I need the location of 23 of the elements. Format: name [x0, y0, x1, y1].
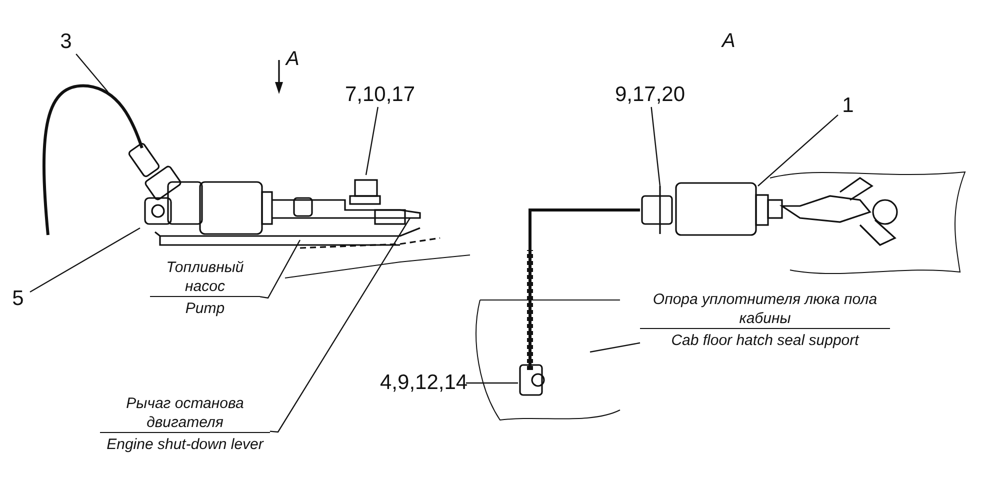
callout-number: 5	[6, 287, 30, 311]
callout-number: 4,9,12,14	[380, 371, 466, 395]
leader-line	[30, 227, 140, 293]
leader-line	[650, 106, 661, 186]
callout-number: 3	[54, 30, 78, 54]
part-label: Cab floor hatch seal support	[640, 328, 890, 350]
leader-line	[758, 114, 838, 186]
leader-line	[590, 342, 640, 353]
callout-number: 1	[838, 94, 858, 118]
leader-line	[270, 218, 411, 433]
part-label: Рычаг останова двигателя	[125, 394, 245, 432]
part-label: Pump	[150, 296, 260, 318]
view-letter: A	[722, 30, 736, 53]
leader-line	[260, 240, 301, 299]
leader-line	[365, 106, 378, 176]
view-letter: A	[286, 48, 300, 71]
leader-line	[76, 54, 108, 92]
part-label: Топливный насос	[165, 258, 245, 296]
part-label: Engine shut-down lever	[100, 432, 270, 454]
callout-number: 7,10,17	[338, 83, 422, 107]
callout-number: 9,17,20	[608, 83, 692, 107]
part-label: Опора уплотнителя люка пола кабины	[652, 290, 878, 328]
leader-line	[466, 382, 518, 384]
